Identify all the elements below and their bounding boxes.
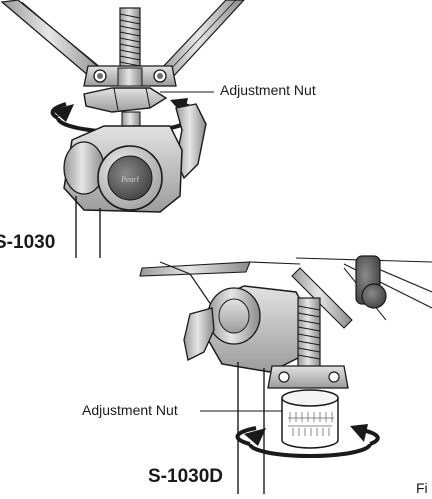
rotation-arrow-bottom [235,424,380,458]
t-handle-top [175,103,207,180]
threaded-rod-top [119,7,141,71]
svg-text:Pearl: Pearl [120,175,140,184]
bottom-illustration [139,255,432,494]
adjustment-nut-top [83,87,168,113]
adjustment-nut-bottom [281,389,339,449]
model-label-bottom: S-1030D [148,466,223,487]
logo-disc-top: Pearl [97,145,163,211]
stand-legs-bottom [139,257,432,329]
frame-knob-bottom [355,255,387,309]
threaded-rod-bottom [297,297,321,369]
stand-pole-top [75,196,101,258]
t-handle-bottom [183,307,215,361]
adjustment-nut-label-top: Adjustment Nut [220,82,316,98]
upper-bracket-top [83,65,177,87]
adjustment-nut-label-bottom: Adjustment Nut [82,402,178,418]
clamp-body-bottom [205,285,311,373]
figure-label-fragment: Fi [416,480,428,496]
bracket-bottom [267,365,349,389]
top-illustration: Pearl [0,0,245,258]
model-label-top: S-1030 [0,232,56,253]
